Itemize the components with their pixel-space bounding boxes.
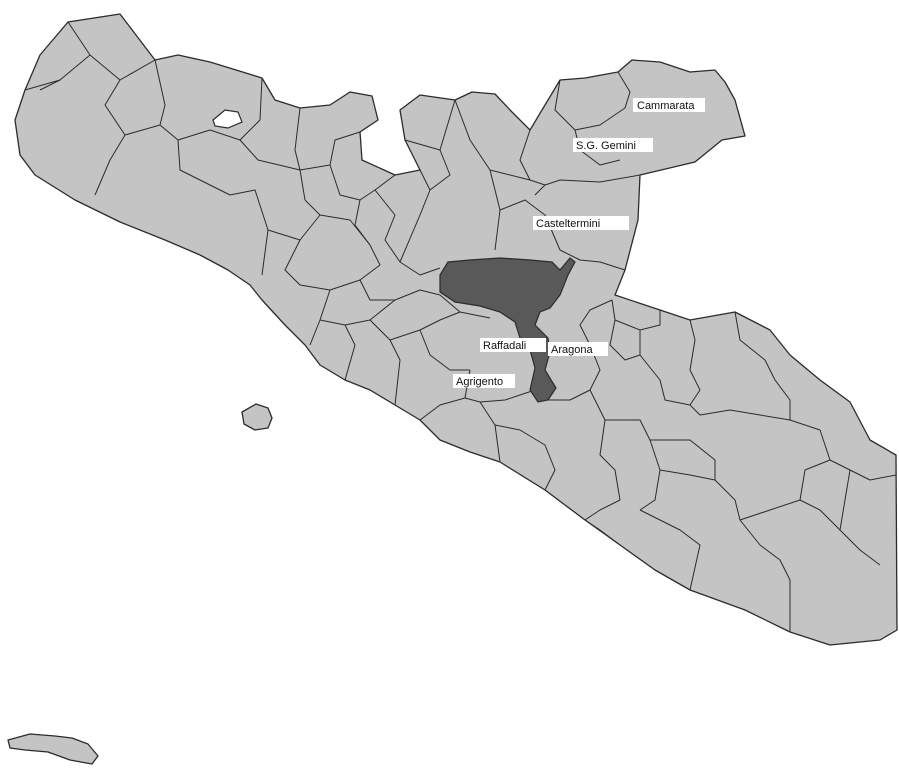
label-agrigento-text: Agrigento xyxy=(456,376,503,388)
label-casteltermini-text: Casteltermini xyxy=(536,218,600,230)
label-cammarata-text: Cammarata xyxy=(637,100,695,112)
island-linosa xyxy=(241,403,273,431)
province-landmass xyxy=(14,13,898,646)
label-sgemini: S.G. Gemini xyxy=(573,138,653,152)
municipal-borders xyxy=(24,21,897,632)
label-aragona-text: Aragona xyxy=(551,344,593,356)
inland-lake xyxy=(212,109,243,129)
label-aragona: Aragona xyxy=(548,342,608,356)
label-sgemini-text: S.G. Gemini xyxy=(576,140,636,152)
island-lampedusa xyxy=(7,733,99,765)
label-raffadali-text: Raffadali xyxy=(483,340,526,352)
label-casteltermini: Casteltermini xyxy=(533,216,629,230)
label-raffadali: Raffadali xyxy=(480,338,546,352)
label-cammarata: Cammarata xyxy=(633,98,705,112)
label-agrigento: Agrigento xyxy=(453,374,515,388)
